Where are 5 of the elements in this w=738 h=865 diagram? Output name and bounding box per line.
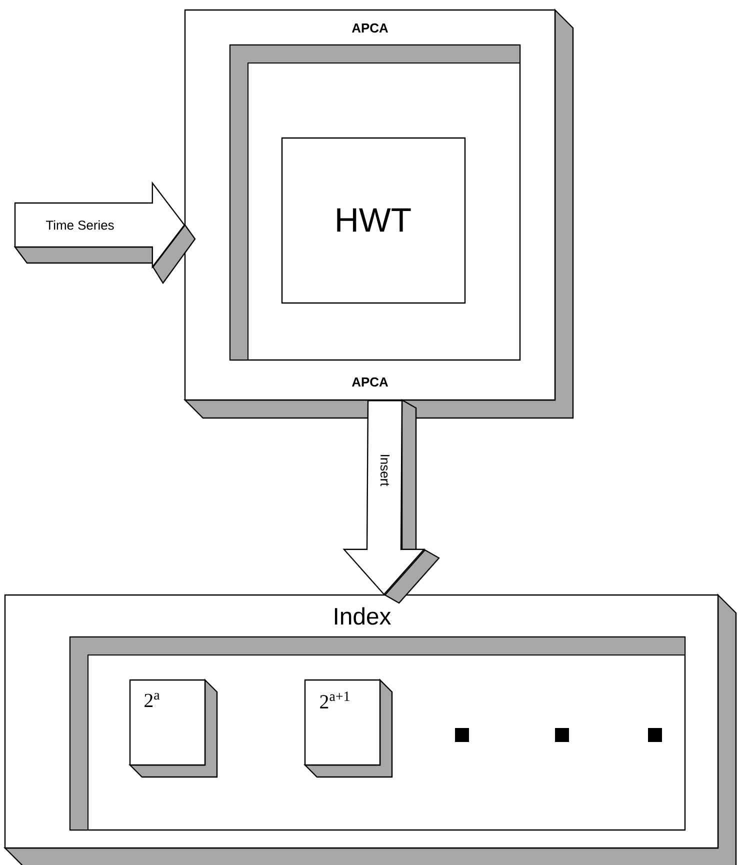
process-box: HWT xyxy=(281,137,466,304)
block-arrow xyxy=(342,400,426,596)
edge-label: Insert xyxy=(380,455,390,486)
edge-label: Time Series xyxy=(46,220,114,230)
block-arrow xyxy=(14,181,186,269)
